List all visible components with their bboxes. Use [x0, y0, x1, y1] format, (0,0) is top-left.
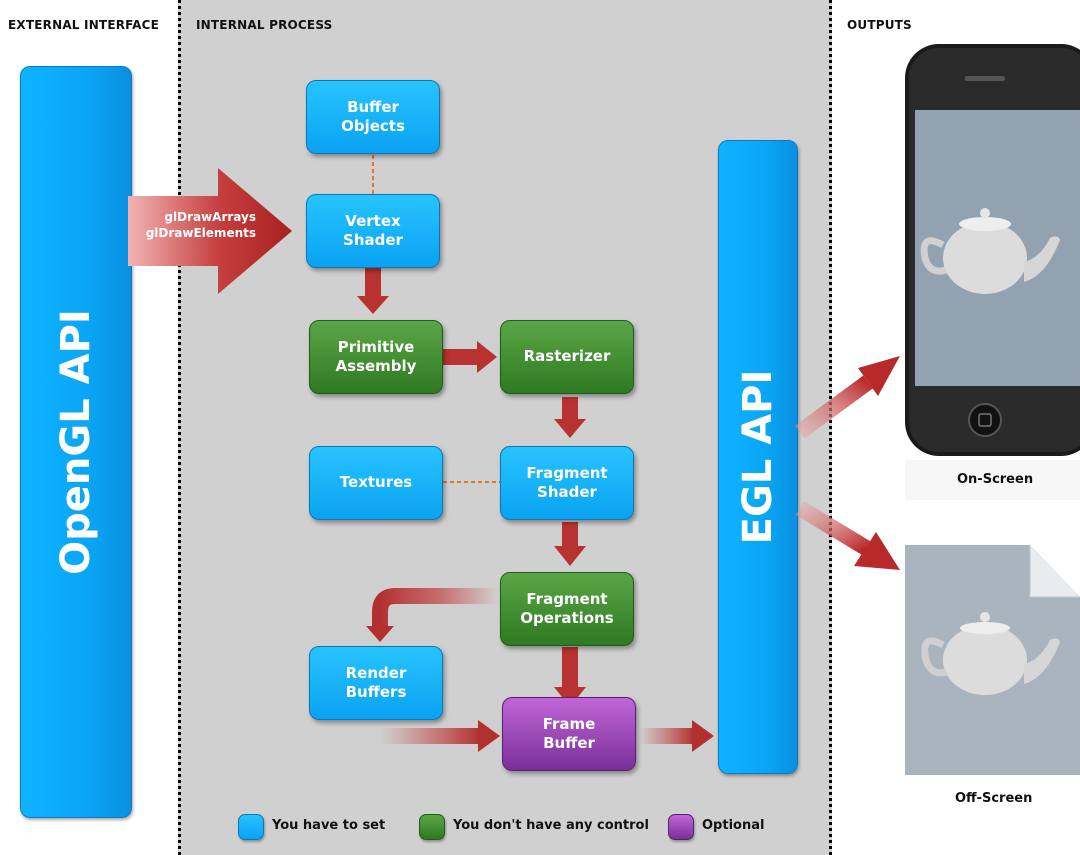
textures-label: Textures — [339, 473, 413, 492]
legend-green-label: You don't have any control — [453, 818, 649, 833]
rasterizer-label: Rasterizer — [523, 347, 611, 366]
operations-to-renderbuffers-arrow — [372, 588, 498, 628]
legend-blue-swatch — [238, 814, 264, 840]
offscreen-document-image — [905, 545, 1080, 775]
fragment-operations-label: Fragment Operations — [520, 589, 614, 628]
render-buffers-box: Render Buffers — [309, 646, 443, 720]
opengl-api-bar: OpenGL API — [20, 66, 132, 818]
legend-purple-swatch — [668, 814, 694, 840]
buffer-objects-box: Buffer Objects — [306, 80, 440, 154]
frame-buffer-label: Frame Buffer — [542, 714, 596, 753]
fragment-shader-label: Fragment Shader — [526, 463, 608, 502]
textures-box: Textures — [309, 446, 443, 520]
renderbuffers-to-framebuffer-arrow — [380, 728, 480, 744]
fragment-to-operations-arrow — [554, 522, 586, 566]
gl-draw-elements-label: glDrawElements — [145, 226, 256, 241]
legend-blue-label: You have to set — [272, 818, 386, 833]
framebuffer-to-egl-arrow — [639, 728, 694, 744]
fragment-operations-box: Fragment Operations — [500, 572, 634, 646]
legend-green-swatch — [419, 814, 445, 840]
render-buffers-label: Render Buffers — [345, 663, 407, 702]
buffer-objects-label: Buffer Objects — [341, 97, 405, 136]
egl-to-onscreen-arrow — [795, 356, 900, 439]
rasterizer-to-fragment-arrow — [554, 397, 586, 438]
draw-call-arrow — [128, 168, 292, 294]
phone-image — [905, 44, 1080, 500]
primitive-assembly-box: Primitive Assembly — [309, 320, 443, 394]
primitive-to-rasterizer-arrow — [443, 341, 497, 373]
primitive-assembly-label: Primitive Assembly — [335, 337, 417, 376]
rasterizer-box: Rasterizer — [500, 320, 634, 394]
fragment-shader-box: Fragment Shader — [500, 446, 634, 520]
gl-draw-arrays-label: glDrawArrays — [164, 210, 256, 224]
vertex-shader-label: Vertex Shader — [343, 211, 403, 250]
outputs-label: OUTPUTS — [847, 18, 912, 32]
internal-process-label: INTERNAL PROCESS — [196, 18, 333, 32]
draw-calls-label: glDrawArrays glDrawElements — [138, 209, 256, 241]
egl-to-offscreen-arrow — [795, 501, 900, 570]
vertex-to-primitive-arrow — [357, 268, 389, 314]
frame-buffer-box: Frame Buffer — [502, 697, 636, 771]
vertex-shader-box: Vertex Shader — [306, 194, 440, 268]
off-screen-caption: Off-Screen — [955, 791, 1033, 806]
external-interface-label: EXTERNAL INTERFACE — [8, 18, 160, 32]
on-screen-caption: On-Screen — [957, 472, 1034, 487]
legend-purple-label: Optional — [702, 818, 765, 833]
egl-api-bar: EGL API — [718, 140, 798, 774]
